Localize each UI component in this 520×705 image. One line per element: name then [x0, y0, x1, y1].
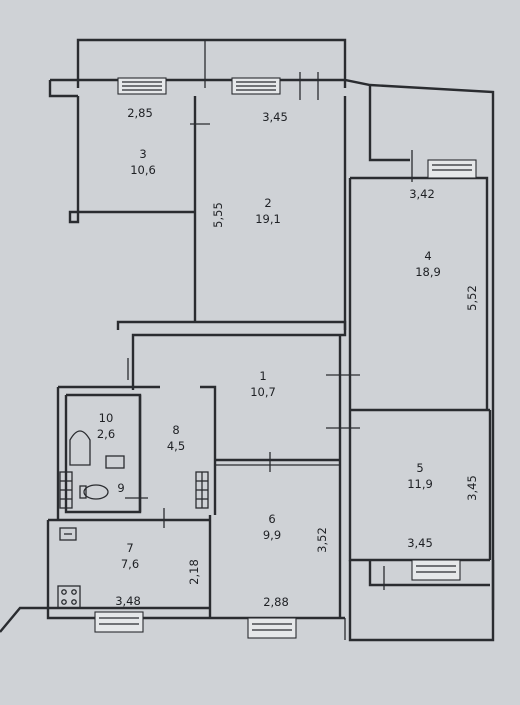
windows — [94, 77, 477, 639]
dim-room2-width: 3,45 — [262, 110, 288, 124]
room-7-number: 7 — [126, 541, 133, 555]
room-1-area: 10,7 — [250, 385, 276, 399]
room-2-area: 19,1 — [255, 212, 281, 226]
room-6-number: 6 — [268, 512, 275, 526]
room-3-number: 3 — [139, 147, 146, 161]
dimension-labels: 2,85 3,45 5,55 3,42 5,52 3,45 3,45 3,52 … — [115, 106, 479, 609]
room-2-number: 2 — [264, 196, 271, 210]
room-1-number: 1 — [259, 369, 266, 383]
room-8-number: 8 — [172, 423, 179, 437]
room-5-area: 11,9 — [407, 477, 433, 491]
room-labels: 3 10,6 2 19,1 4 18,9 1 10,7 10 2,6 8 4,5… — [97, 147, 441, 571]
dim-room5-length: 3,45 — [465, 475, 479, 501]
dim-room2-length: 5,55 — [211, 202, 225, 228]
dim-room4-width: 3,42 — [409, 187, 435, 201]
room-4-number: 4 — [424, 249, 431, 263]
room-10-number: 10 — [99, 411, 114, 425]
room-4-area: 18,9 — [415, 265, 441, 279]
room-8-area: 4,5 — [167, 439, 185, 453]
room-3-area: 10,6 — [130, 163, 156, 177]
dim-room4-length: 5,52 — [465, 285, 479, 311]
dim-room6-width: 2,88 — [263, 595, 289, 609]
toilet-icon — [83, 484, 109, 500]
stove-icon — [57, 585, 81, 609]
room-6-area: 9,9 — [263, 528, 281, 542]
fixtures — [57, 430, 209, 609]
dim-room5-width: 3,45 — [407, 536, 433, 550]
kitchen-sink-icon — [59, 527, 77, 541]
room-7-area: 7,6 — [121, 557, 139, 571]
dim-kitchen-length: 2,18 — [187, 559, 201, 585]
bathtub-icon — [69, 430, 91, 466]
room-5-number: 5 — [416, 461, 423, 475]
room-9-number: 9 — [117, 481, 124, 495]
dim-room6-length: 3,52 — [315, 527, 329, 553]
sink-icon — [105, 455, 125, 469]
room-10-area: 2,6 — [97, 427, 115, 441]
dim-kitchen-width: 3,48 — [115, 594, 141, 608]
door-ticks — [125, 72, 413, 590]
dim-room3-width: 2,85 — [127, 106, 153, 120]
